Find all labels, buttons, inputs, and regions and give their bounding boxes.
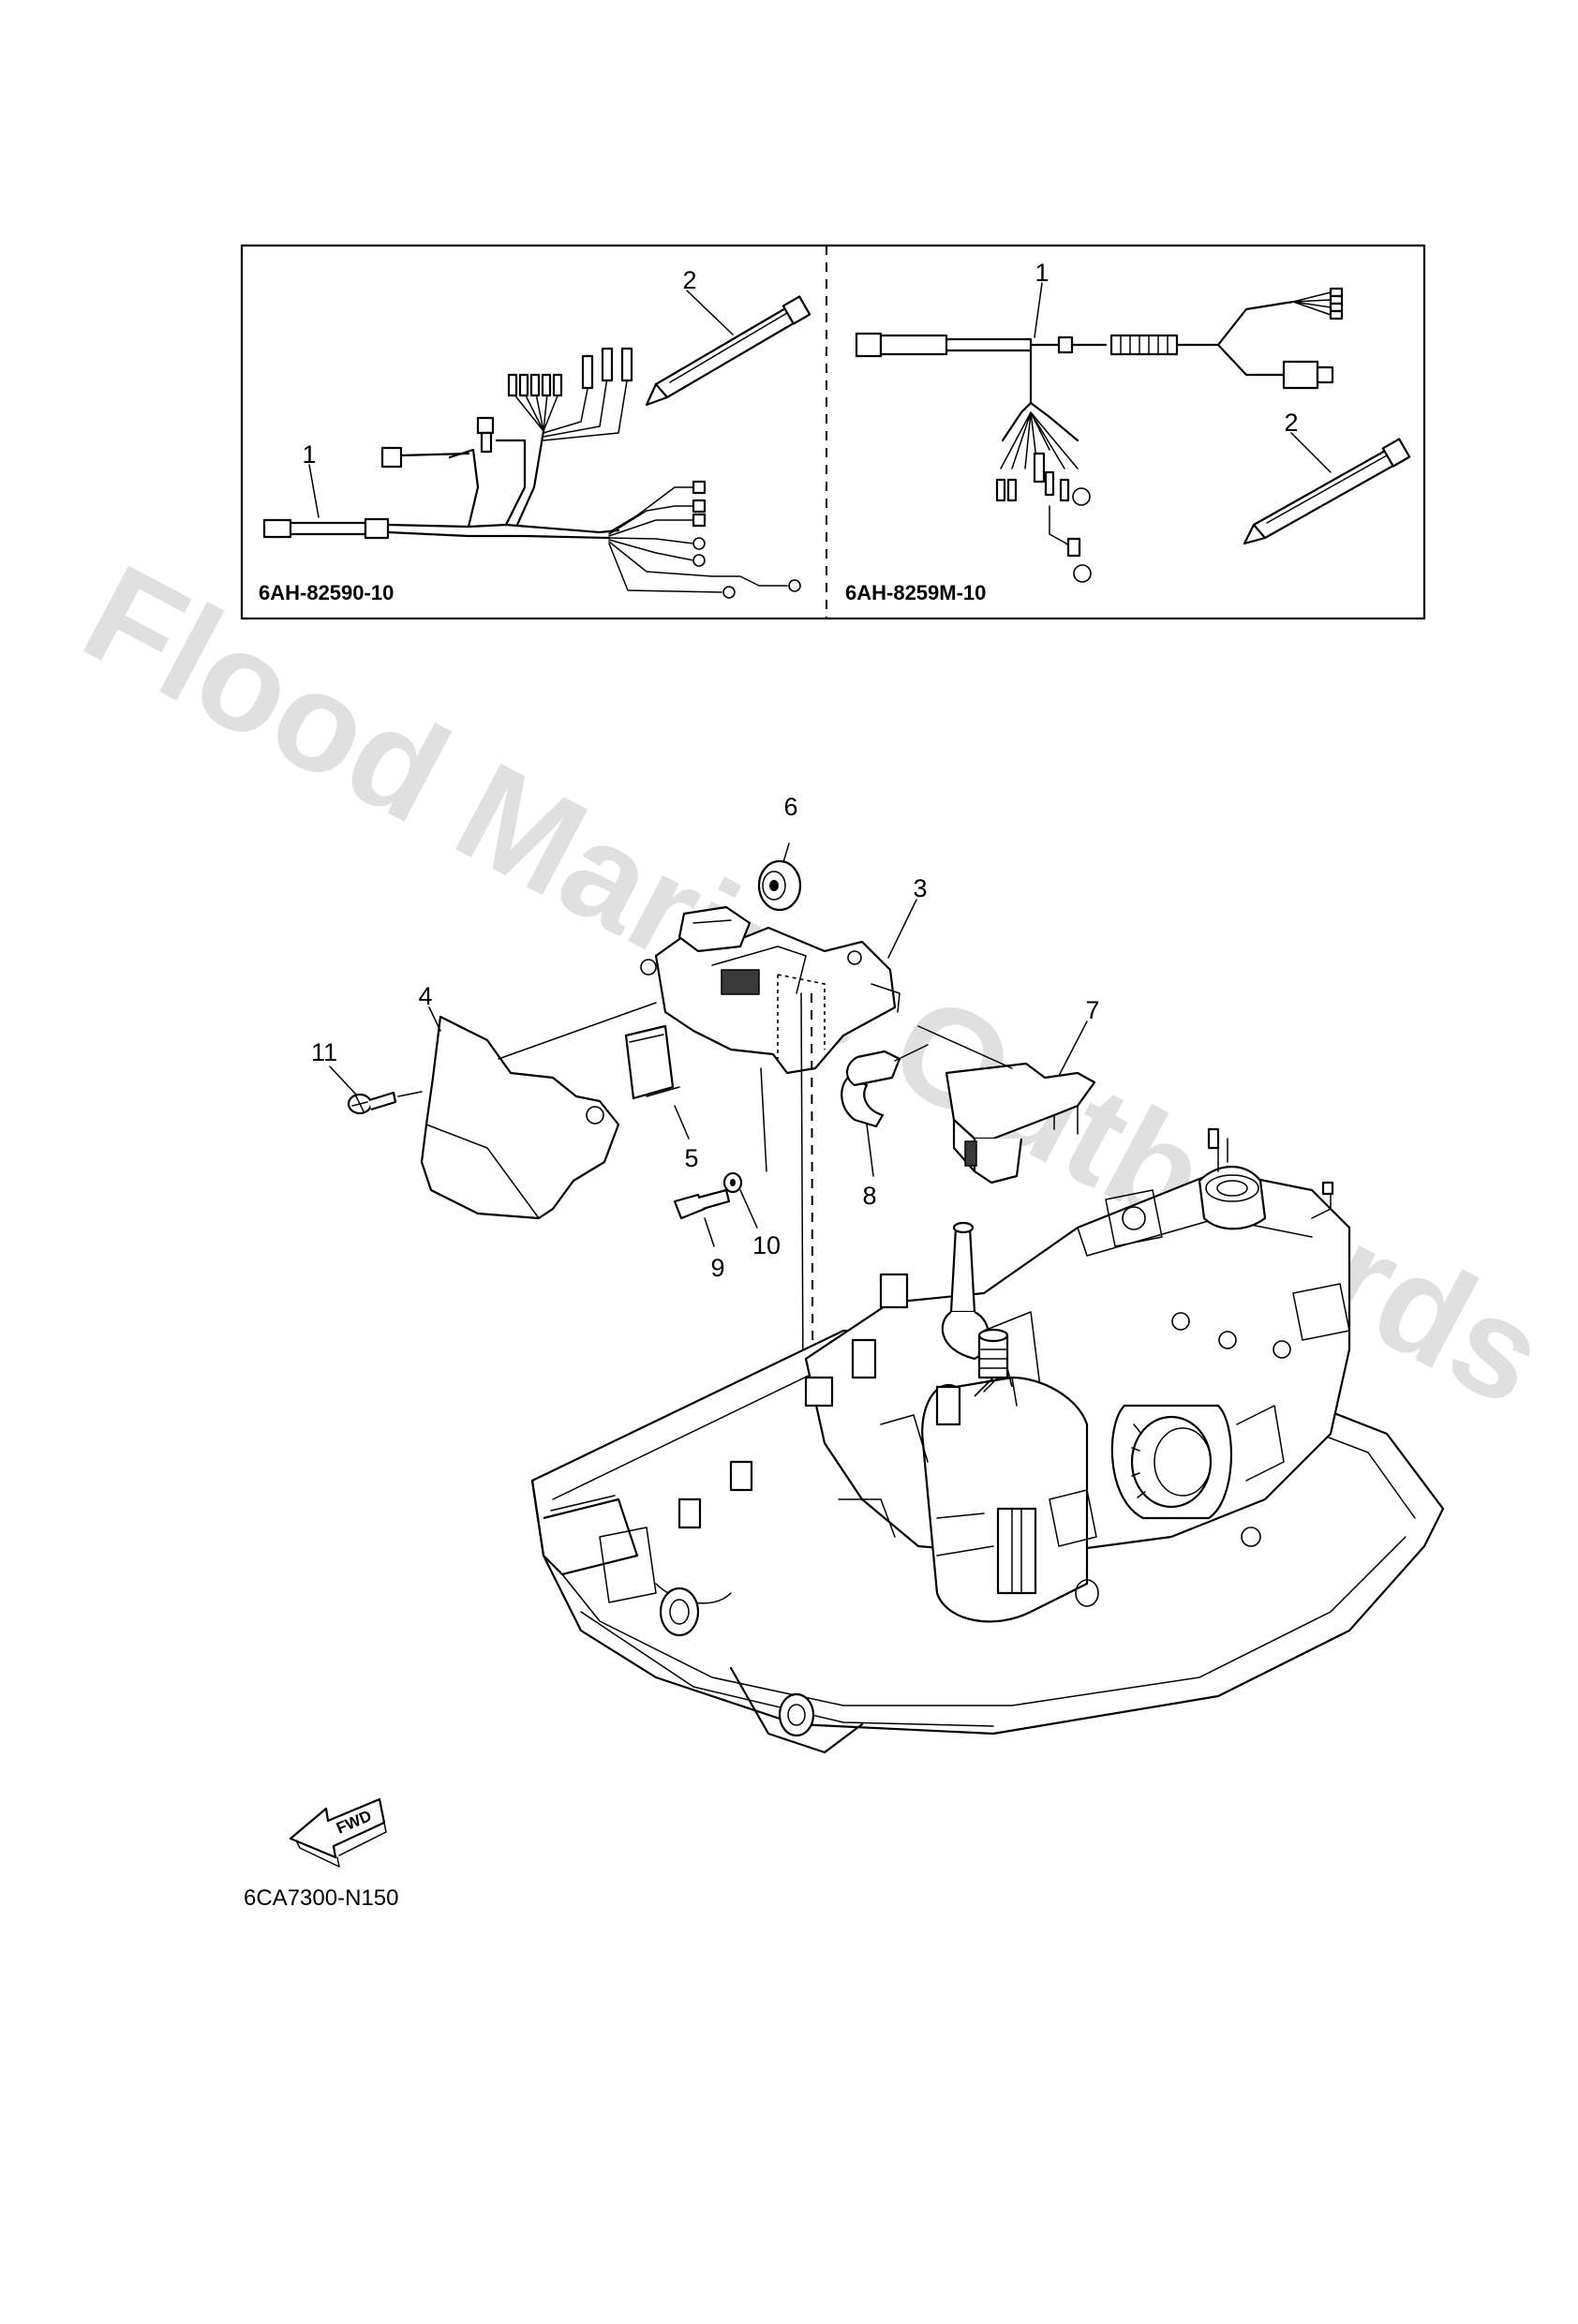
right-label-1: 1	[1035, 259, 1049, 287]
callout-3: 3	[913, 874, 927, 902]
callout-4: 4	[418, 982, 432, 1010]
left-label-1-leader	[308, 464, 320, 518]
left-label-1: 1	[302, 440, 316, 469]
left-wire-harness	[262, 347, 801, 599]
left-cable-tie	[645, 290, 811, 407]
part-10-washer	[722, 1171, 758, 1229]
part-11-screw	[329, 1065, 423, 1115]
left-kit-code: 6AH-82590-10	[259, 581, 394, 604]
exploded-parts	[329, 842, 1096, 1575]
diagram-code: 6CA7300-N150	[244, 1885, 398, 1911]
engine-block	[530, 1127, 1445, 1754]
inset-panel: 6AH-82590-10 6AH-8259M-10 1 2 1 2	[240, 244, 1426, 620]
callout-5: 5	[684, 1144, 698, 1172]
callout-7: 7	[1085, 996, 1099, 1024]
part-9-bolt	[673, 1188, 731, 1247]
fwd-arrow: FWD	[289, 1797, 387, 1868]
callout-11: 11	[311, 1038, 337, 1066]
callout-9: 9	[710, 1254, 724, 1282]
right-kit-code: 6AH-8259M-10	[845, 581, 986, 604]
left-label-2: 2	[682, 266, 696, 294]
callout-6: 6	[783, 793, 797, 821]
callout-8: 8	[862, 1182, 876, 1210]
right-label-1-leader	[1034, 282, 1043, 338]
part-7-cap	[917, 1020, 1096, 1184]
callout-10: 10	[752, 1231, 781, 1259]
right-cable-tie	[1243, 432, 1411, 545]
part-3-bracket	[640, 899, 917, 1075]
part-8-clamp	[841, 1044, 929, 1177]
part-6-grommet	[757, 842, 802, 912]
right-label-2: 2	[1284, 409, 1298, 437]
part-5-plate	[624, 1024, 690, 1140]
part-4-cover	[420, 1006, 620, 1220]
right-wire-harness	[855, 287, 1344, 583]
